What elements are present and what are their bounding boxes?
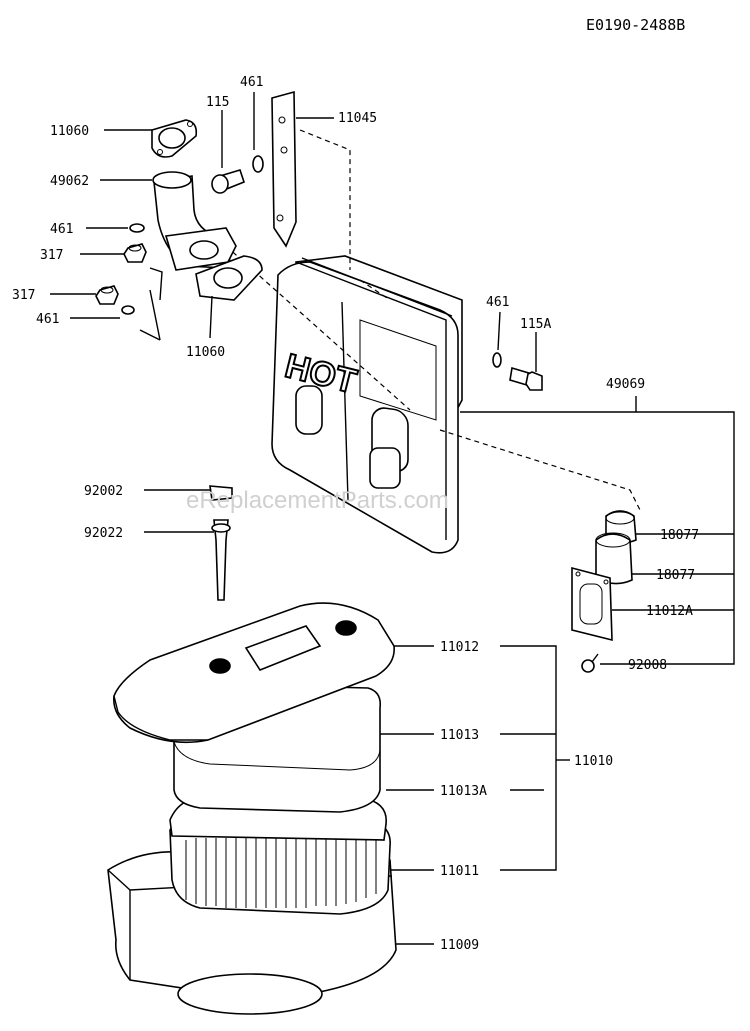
callout-11010: 11010 — [574, 754, 613, 769]
nut-317-a — [123, 243, 147, 263]
callout-461-top: 461 — [240, 75, 263, 90]
callout-18077-b: 18077 — [656, 568, 695, 583]
nut-317-b — [95, 285, 119, 305]
bolt-115A — [509, 366, 543, 391]
gasket-11060-top — [151, 119, 198, 158]
screw-92008 — [581, 653, 599, 673]
callout-11045: 11045 — [338, 111, 377, 126]
callout-18077-a: 18077 — [660, 528, 699, 543]
bolt-115 — [211, 169, 245, 194]
callout-317-b: 317 — [12, 288, 35, 303]
gasket-11060-bottom — [195, 255, 263, 301]
washer-461-a — [129, 223, 145, 233]
muffler-body: HOT — [271, 255, 463, 554]
callout-92022: 92022 — [84, 526, 123, 541]
callout-49069: 49069 — [606, 377, 645, 392]
callout-461-right: 461 — [486, 295, 509, 310]
callout-11009: 11009 — [440, 938, 479, 953]
callout-115: 115 — [206, 95, 229, 110]
wing-nut-92002 — [209, 485, 233, 501]
callout-461-a: 461 — [50, 222, 73, 237]
callout-11060-bottom: 11060 — [186, 345, 225, 360]
callout-11011: 11011 — [440, 864, 479, 879]
callout-11012: 11012 — [440, 640, 479, 655]
callout-92008: 92008 — [628, 658, 667, 673]
washer-461-b — [121, 305, 135, 315]
callout-317-a: 317 — [40, 248, 63, 263]
callout-49062: 49062 — [50, 174, 89, 189]
exhaust-elbow-49062 — [152, 171, 237, 271]
screen-18077-b — [595, 532, 633, 585]
cover-11012 — [113, 602, 395, 744]
watermark: eReplacementParts.com — [186, 487, 449, 514]
washer-461-right — [492, 352, 502, 368]
callout-11060-top: 11060 — [50, 124, 89, 139]
diagram-code: E0190-2488B — [586, 16, 685, 34]
callout-11013A: 11013A — [440, 784, 487, 799]
callout-115A: 115A — [520, 317, 551, 332]
callout-11013: 11013 — [440, 728, 479, 743]
plate-11012A — [571, 566, 613, 642]
washer-461-top — [252, 155, 264, 173]
leader-lines — [50, 92, 735, 945]
callout-11012A: 11012A — [646, 604, 693, 619]
stud-92022 — [211, 519, 231, 601]
callout-92002: 92002 — [84, 484, 123, 499]
callout-461-b: 461 — [36, 312, 59, 327]
bracket-11045 — [271, 90, 297, 248]
